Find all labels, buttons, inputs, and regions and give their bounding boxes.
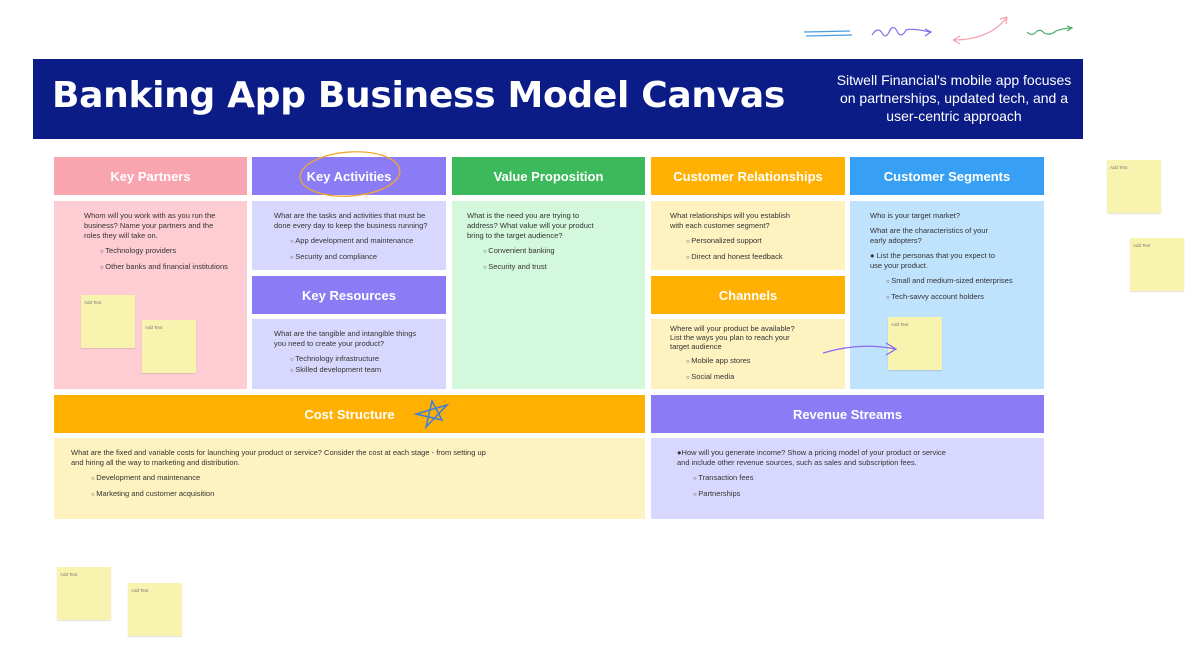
value-proposition-body[interactable]: What is the need you are trying to addre… [452, 201, 645, 389]
key-activities-body[interactable]: What are the tasks and activities that m… [252, 201, 446, 270]
list-item: Social media [686, 372, 829, 383]
page-title: Banking App Business Model Canvas [52, 75, 786, 116]
customer-segments-header[interactable]: Customer Segments [850, 157, 1044, 195]
customer-relationships-header[interactable]: Customer Relationships [651, 157, 845, 195]
channels-body[interactable]: Where will your product be available? Li… [651, 319, 845, 389]
sticky-note[interactable]: Add Text [142, 320, 196, 373]
prompt: What are the tasks and activities that m… [274, 211, 428, 230]
sticky-note[interactable]: Add Text [1107, 160, 1161, 213]
list-item: Other banks and financial institutions [100, 262, 231, 273]
sticky-note[interactable]: Add Text [81, 295, 135, 348]
list-item: Direct and honest feedback [686, 252, 829, 263]
wave-arrow-doodle [1026, 25, 1074, 36]
list-item: Skilled development team [290, 365, 430, 376]
sticky-note[interactable]: Add Text [1130, 238, 1184, 291]
page-subtitle: Sitwell Financial's mobile app focuses o… [836, 72, 1072, 124]
cost-structure-body[interactable]: What are the fixed and variable costs fo… [54, 438, 645, 519]
cost-structure-header[interactable]: Cost Structure [54, 395, 645, 433]
value-proposition-header[interactable]: Value Proposition [452, 157, 645, 195]
key-partners-header[interactable]: Key Partners [54, 157, 247, 195]
customer-segments-body[interactable]: Who is your target market? What are the … [850, 201, 1044, 389]
list-item: Transaction fees [693, 473, 954, 484]
double-arrow-doodle [952, 16, 1008, 45]
title-banner [33, 59, 1083, 139]
list-item: Tech-savvy account holders [886, 292, 1028, 303]
list-item: Security and compliance [290, 252, 430, 263]
sticky-note[interactable]: Add Text [128, 583, 182, 636]
prompt: What relationships will you establish wi… [670, 211, 791, 230]
highlight-circle-drawing [299, 151, 401, 197]
list-item: App development and maintenance [290, 236, 430, 247]
prompt: Whom will you work with as you run the b… [84, 211, 216, 240]
list-item: Convenient banking [483, 246, 629, 257]
key-resources-header[interactable]: Key Resources [252, 276, 446, 314]
revenue-streams-body[interactable]: ●How will you generate income? Show a pr… [651, 438, 1044, 519]
prompt: What are the tangible and intangible thi… [274, 329, 417, 348]
prompt: What is the need you are trying to addre… [467, 211, 594, 240]
prompt: ●How will you generate income? Show a pr… [677, 448, 946, 467]
list-item: Small and medium-sized enterprises [886, 276, 1028, 287]
channels-header[interactable]: Channels [651, 276, 845, 314]
customer-relationships-body[interactable]: What relationships will you establish wi… [651, 201, 845, 270]
key-resources-body[interactable]: What are the tangible and intangible thi… [252, 319, 446, 389]
prompt: What are the fixed and variable costs fo… [71, 448, 486, 467]
list-item: Marketing and customer acquisition [91, 489, 495, 500]
list-item: Technology infrastructure [290, 354, 430, 365]
list-item: Security and trust [483, 262, 629, 273]
sticky-note[interactable]: Add Text [888, 317, 942, 370]
sticky-note[interactable]: Add Text [57, 567, 111, 620]
key-activities-header[interactable]: Key Activities [252, 157, 446, 195]
prompt: Who is your target market? [870, 211, 961, 220]
prompt: Where will your product be available? Li… [670, 324, 795, 351]
double-line-doodle [803, 30, 853, 37]
star-drawing [413, 398, 450, 430]
revenue-streams-header[interactable]: Revenue Streams [651, 395, 1044, 433]
list-item: Partnerships [693, 489, 954, 500]
prompt: What are the characteristics of your ear… [870, 226, 988, 245]
list-item: Development and maintenance [91, 473, 495, 484]
prompt: ● List the personas that you expect to u… [870, 251, 996, 270]
squiggle-arrow-doodle [871, 27, 933, 37]
list-item: Mobile app stores [686, 356, 829, 367]
arrow-drawing [822, 342, 898, 356]
list-item: Personalized support [686, 236, 829, 247]
list-item: Technology providers [100, 246, 231, 257]
